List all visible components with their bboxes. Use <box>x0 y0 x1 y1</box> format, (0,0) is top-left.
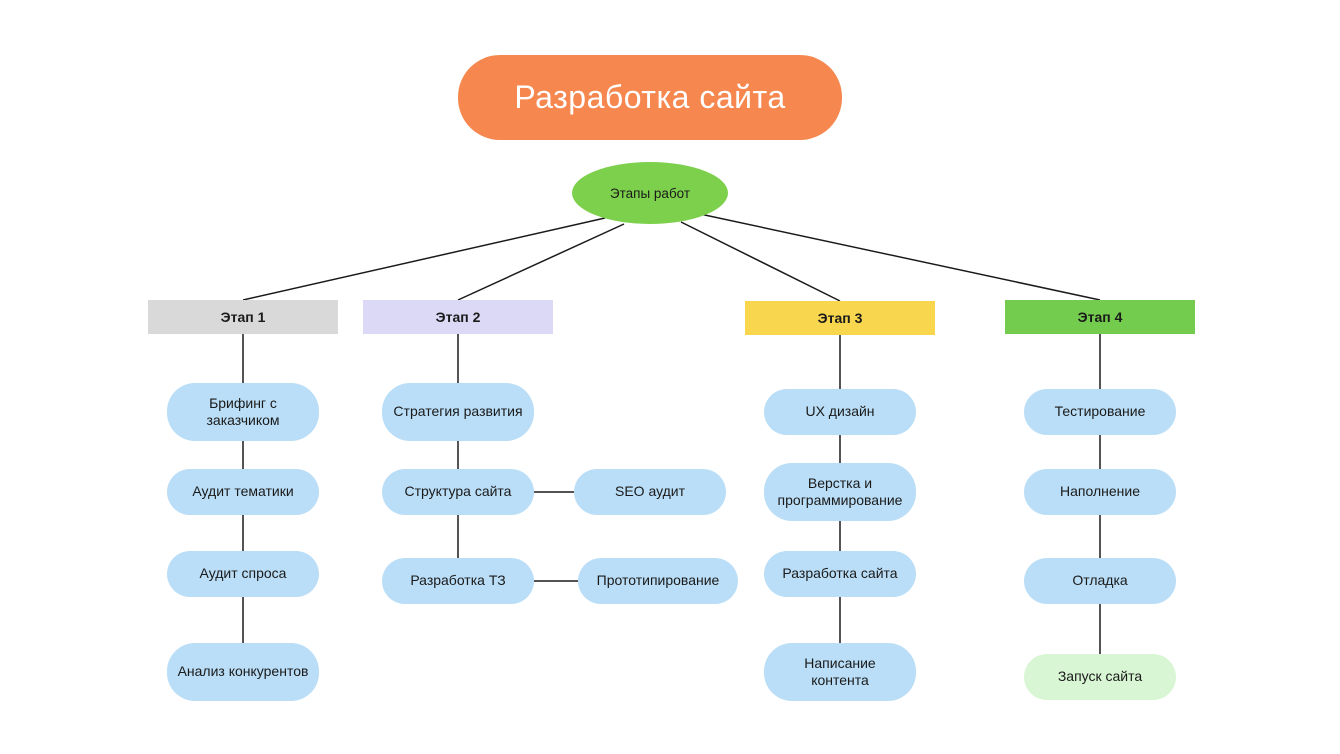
stage3-item-ux-design: UX дизайн <box>764 389 916 435</box>
stage3-item-markup-programming: Верстка и программирование <box>764 463 916 521</box>
stage2-item-strategy: Стратегия развития <box>382 383 534 441</box>
connector-root-stage4 <box>699 213 1101 301</box>
stage4-item-debugging: Отладка <box>1024 558 1176 604</box>
stage-header-3: Этап 3 <box>745 301 935 335</box>
stage3-item-site-development: Разработка сайта <box>764 551 916 597</box>
stage1-item-competitor-analysis: Анализ конкурентов <box>167 643 319 701</box>
stage1-item-topic-audit: Аудит тематики <box>167 469 319 515</box>
stage1-item-briefing: Брифинг с заказчиком <box>167 383 319 441</box>
stage3-item-content-writing: Написание контента <box>764 643 916 701</box>
connector-root-stage2 <box>457 223 625 301</box>
connector-root-stage3 <box>680 221 841 302</box>
stage1-item-demand-audit: Аудит спроса <box>167 551 319 597</box>
stage2-item-tz: Разработка ТЗ <box>382 558 534 604</box>
stage4-item-testing: Тестирование <box>1024 389 1176 435</box>
stage2-side-seo-audit: SEO аудит <box>574 469 726 515</box>
stage-header-4: Этап 4 <box>1005 300 1195 334</box>
stage4-item-site-launch: Запуск сайта <box>1024 654 1176 700</box>
stage-header-1: Этап 1 <box>148 300 338 334</box>
diagram-title: Разработка сайта <box>458 55 842 140</box>
stage4-item-filling: Наполнение <box>1024 469 1176 515</box>
root-node: Этапы работ <box>572 162 728 224</box>
stage2-item-site-structure: Структура сайта <box>382 469 534 515</box>
stage2-side-prototyping: Прототипирование <box>578 558 738 604</box>
connector-root-stage1 <box>242 217 606 301</box>
stage-header-2: Этап 2 <box>363 300 553 334</box>
